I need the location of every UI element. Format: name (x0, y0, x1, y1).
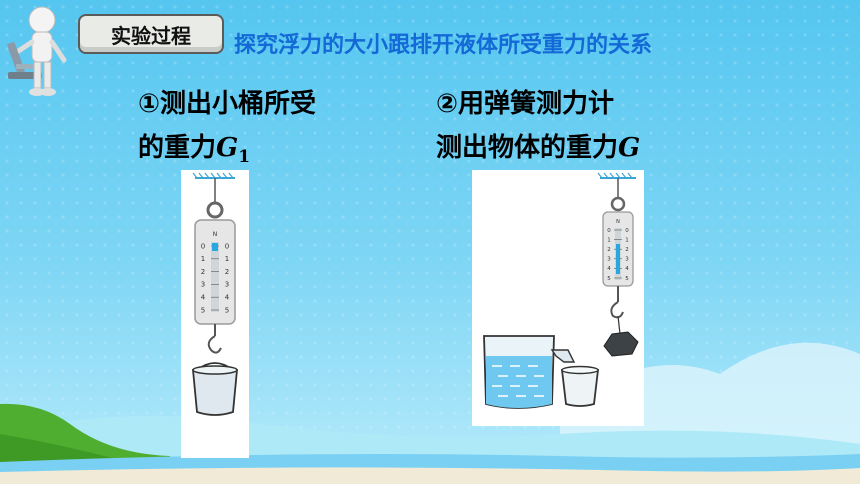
scale-tick-label: 4 (201, 294, 206, 302)
symbol-subscript: 1 (238, 147, 251, 168)
step-2-text: ②用弹簧测力计 测出物体的重力G (436, 82, 640, 170)
scale-tick-label: 2 (201, 268, 205, 276)
overflow-can-stone-figure: N 0 0 1 1 2 2 3 3 4 4 5 5 (472, 170, 644, 426)
scale-tick-label: 1 (607, 237, 611, 243)
ceiling-hatch (192, 172, 235, 179)
scale-tick-label: 2 (225, 268, 229, 276)
scale-tick-label: 1 (225, 255, 229, 263)
scale-tick-label: 5 (607, 276, 611, 282)
section-badge: 实验过程 (78, 14, 224, 54)
step-2-line-2-prefix: 测出物体的重力 (436, 133, 619, 163)
small-bucket-icon (560, 365, 600, 407)
scale-tick-label: 3 (201, 281, 205, 289)
scale-tick-label: 4 (225, 294, 230, 302)
step-1-line-2-prefix: 的重力 (138, 133, 217, 163)
scale-tick-label: 0 (625, 228, 629, 234)
scale-ticks: 0 0 1 1 2 2 3 3 4 4 5 5 (607, 228, 629, 282)
step-1-line-2: 的重力G1 (138, 126, 316, 179)
spring-scale-bucket-figure: N 0 0 1 1 2 2 3 3 4 4 5 5 (181, 170, 249, 458)
stone-icon (603, 331, 639, 357)
step-2-line-1: ②用弹簧测力计 (436, 89, 615, 119)
scale-tick-label: 0 (607, 228, 611, 234)
scale-tick-label: 1 (625, 237, 629, 243)
scale-tick-label: 3 (625, 257, 629, 263)
mascot-microscope-icon (7, 6, 67, 96)
step-1-line-1: ①测出小桶所受 (138, 89, 317, 119)
step-1-symbol: G1 (216, 133, 250, 167)
scale-tick-label: 4 (625, 266, 629, 272)
scale-tick-label: 2 (625, 247, 629, 253)
landscape-decoration (0, 342, 860, 484)
step-2-symbol: G (618, 133, 641, 163)
scale-tick-label: 5 (225, 306, 229, 314)
scale-unit-label: N (616, 219, 620, 225)
step-2-line-2: 测出物体的重力G (436, 126, 640, 170)
scale-tick-label: 0 (201, 242, 205, 250)
scale-tick-label: 3 (607, 257, 611, 263)
scale-tick-label: 4 (607, 266, 611, 272)
overflow-can-icon (483, 335, 576, 409)
step-1-text: ①测出小桶所受 的重力G1 (138, 82, 316, 179)
scale-ticks: 0 0 1 1 2 2 3 3 4 4 5 5 (201, 242, 230, 314)
scale-tick-label: 5 (625, 276, 629, 282)
bucket-icon (192, 365, 238, 416)
scale-tick-label: 2 (607, 247, 611, 253)
page-heading: 探究浮力的大小跟排开液体所受重力的关系 (234, 33, 653, 58)
symbol-letter: G (216, 133, 239, 163)
scale-tick-label: 1 (201, 255, 205, 263)
scale-tick-label: 3 (225, 281, 229, 289)
ceiling-hatch (597, 172, 636, 179)
scale-tick-label: 0 (225, 242, 229, 250)
scale-tick-label: 5 (201, 306, 205, 314)
scale-unit-label: N (213, 231, 218, 238)
